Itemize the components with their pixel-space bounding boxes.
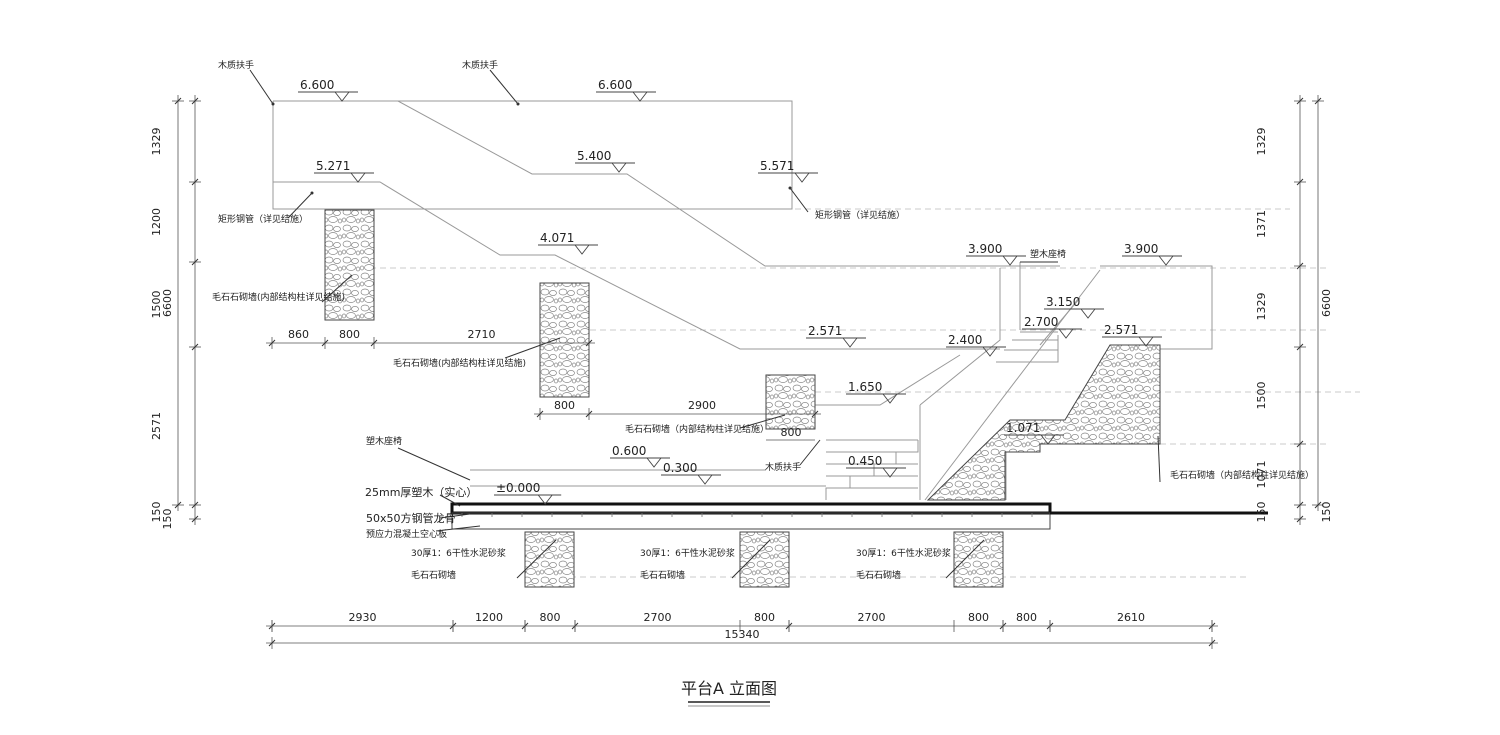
level-triangle [334, 91, 350, 102]
level-label: 6.600 [598, 78, 632, 92]
level-label: 2.400 [948, 333, 982, 347]
level-markers: 6.600 6.600 5.271 5.400 5.571 4.071 3.900 3.900… [298, 78, 1182, 505]
level-label: 0.450 [848, 454, 882, 468]
dim-small: 800 [781, 426, 802, 439]
note-mortar-1: 30厚1：6干性水泥砂浆 [411, 547, 506, 559]
level-label: 3.900 [1124, 242, 1158, 256]
dim-right: 1329 [1255, 128, 1268, 156]
note-mortar-3: 30厚1：6干性水泥砂浆 [856, 547, 951, 559]
dim-mid-row: 860 [288, 328, 309, 341]
dim-left-total: 6600 [161, 289, 174, 317]
note-wall-col-1: 毛石石砌墙(内部结构柱详见结施) [212, 291, 345, 303]
dim-left: 1500 [150, 291, 163, 319]
dim-bottom-label: 800 [754, 611, 775, 624]
level-triangle [882, 393, 898, 404]
note-steel-tube-2: 矩形钢管（详见结施） [815, 209, 905, 221]
level-triangle [632, 91, 648, 102]
dim-mid-row: 800 [339, 328, 360, 341]
level-triangle [350, 172, 366, 183]
dim-bottom-label: 800 [1016, 611, 1037, 624]
level-triangle [982, 346, 998, 357]
note-rubble-1: 毛石石砌墙 [411, 569, 456, 581]
level-label: 5.571 [760, 159, 794, 173]
dim-total: 15340 [725, 628, 760, 641]
level-label: 2.700 [1024, 315, 1058, 329]
dim-mid-row: 2710 [468, 328, 496, 341]
level-label: 2.571 [808, 324, 842, 338]
level-label: 3.150 [1046, 295, 1080, 309]
level-triangle [574, 244, 590, 255]
level-label: 0.600 [612, 444, 646, 458]
level-label: 2.571 [1104, 323, 1138, 337]
note-rubble-3: 毛石石砌墙 [856, 569, 901, 581]
level-label: 4.071 [540, 231, 574, 245]
dim-right: 1500 [1255, 382, 1268, 410]
note-steel-tube-1: 矩形钢管（详见结施） [218, 213, 308, 225]
note-wall-col-3: 毛石石砌墙（内部结构柱详见结施） [625, 423, 769, 435]
level-label: 0.300 [663, 461, 697, 475]
dim-bottom-label: 800 [540, 611, 561, 624]
dim-bottom-label: 2700 [858, 611, 886, 624]
dim-mid-row2: 800 [554, 399, 575, 412]
note-wall-col-4: 毛石石砌墙（内部结构柱详见结施） [1170, 469, 1314, 481]
dim-bottom-label: 2700 [644, 611, 672, 624]
level-label: 5.271 [316, 159, 350, 173]
level-triangle [1138, 336, 1154, 347]
level-triangle [1058, 328, 1074, 339]
dim-bottom-label: 1200 [475, 611, 503, 624]
note-handrail-2: 木质扶手 [462, 59, 498, 71]
dim-bottom-label: 2610 [1117, 611, 1145, 624]
dimension-lines: 2930 1200 800 2700 800 2700 800 800 2610 15340 860… [150, 95, 1333, 649]
level-triangle [1040, 434, 1056, 445]
level-triangle [537, 494, 554, 505]
stone-walls [324, 209, 1161, 588]
deck-platform [450, 469, 1268, 530]
level-label: 1.071 [1006, 421, 1040, 435]
dim-left: 1329 [150, 128, 163, 156]
dim-bottom-label: 2930 [349, 611, 377, 624]
dim-bottom-label: 800 [968, 611, 989, 624]
note-rubble-2: 毛石石砌墙 [640, 569, 685, 581]
level-triangle [1080, 308, 1096, 319]
level-label: ±0.000 [496, 481, 540, 495]
dim-left: 1200 [150, 208, 163, 236]
level-triangle [611, 162, 627, 173]
annotations: 木质扶手 木质扶手 矩形钢管（详见结施） 矩形钢管（详见结施） 毛石石砌墙(内部… [212, 59, 1314, 581]
dim-right: 150 [1255, 502, 1268, 523]
level-triangle [646, 457, 662, 468]
level-label: 1.650 [848, 380, 882, 394]
level-triangle [1158, 255, 1174, 266]
dim-right-150: 150 [1320, 502, 1333, 523]
dim-right: 1071 [1255, 461, 1268, 489]
note-seat-1: 塑木座椅 [1030, 248, 1066, 260]
note-mortar-2: 30厚1：6干性水泥砂浆 [640, 547, 735, 559]
level-triangle [842, 337, 858, 348]
dim-right-total: 6600 [1320, 289, 1333, 317]
level-triangle [794, 172, 810, 183]
note-handrail-3: 木质扶手 [765, 461, 801, 473]
level-triangle [1002, 255, 1018, 266]
dim-left: 150 [150, 502, 163, 523]
dim-left-150: 150 [161, 509, 174, 530]
railing-profiles [272, 100, 1213, 501]
note-seat-2: 塑木座椅 [366, 435, 402, 447]
level-label: 5.400 [577, 149, 611, 163]
dim-right: 1371 [1255, 210, 1268, 238]
note-handrail-1: 木质扶手 [218, 59, 254, 71]
dim-mid-row2: 2900 [688, 399, 716, 412]
level-label: 3.900 [968, 242, 1002, 256]
note-joist: 50x50方钢管龙骨 [366, 511, 456, 525]
level-triangle [882, 467, 898, 478]
dim-left: 2571 [150, 412, 163, 440]
note-deck: 25mm厚塑木（实心） [365, 485, 477, 499]
drawing-title: 平台A 立面图 [681, 679, 777, 698]
level-label: 6.600 [300, 78, 334, 92]
level-triangle [697, 474, 713, 485]
note-slab: 预应力混凝土空心板 [366, 528, 447, 540]
dim-right: 1329 [1255, 293, 1268, 321]
note-wall-col-2: 毛石石砌墙(内部结构柱详见结施) [393, 357, 526, 369]
